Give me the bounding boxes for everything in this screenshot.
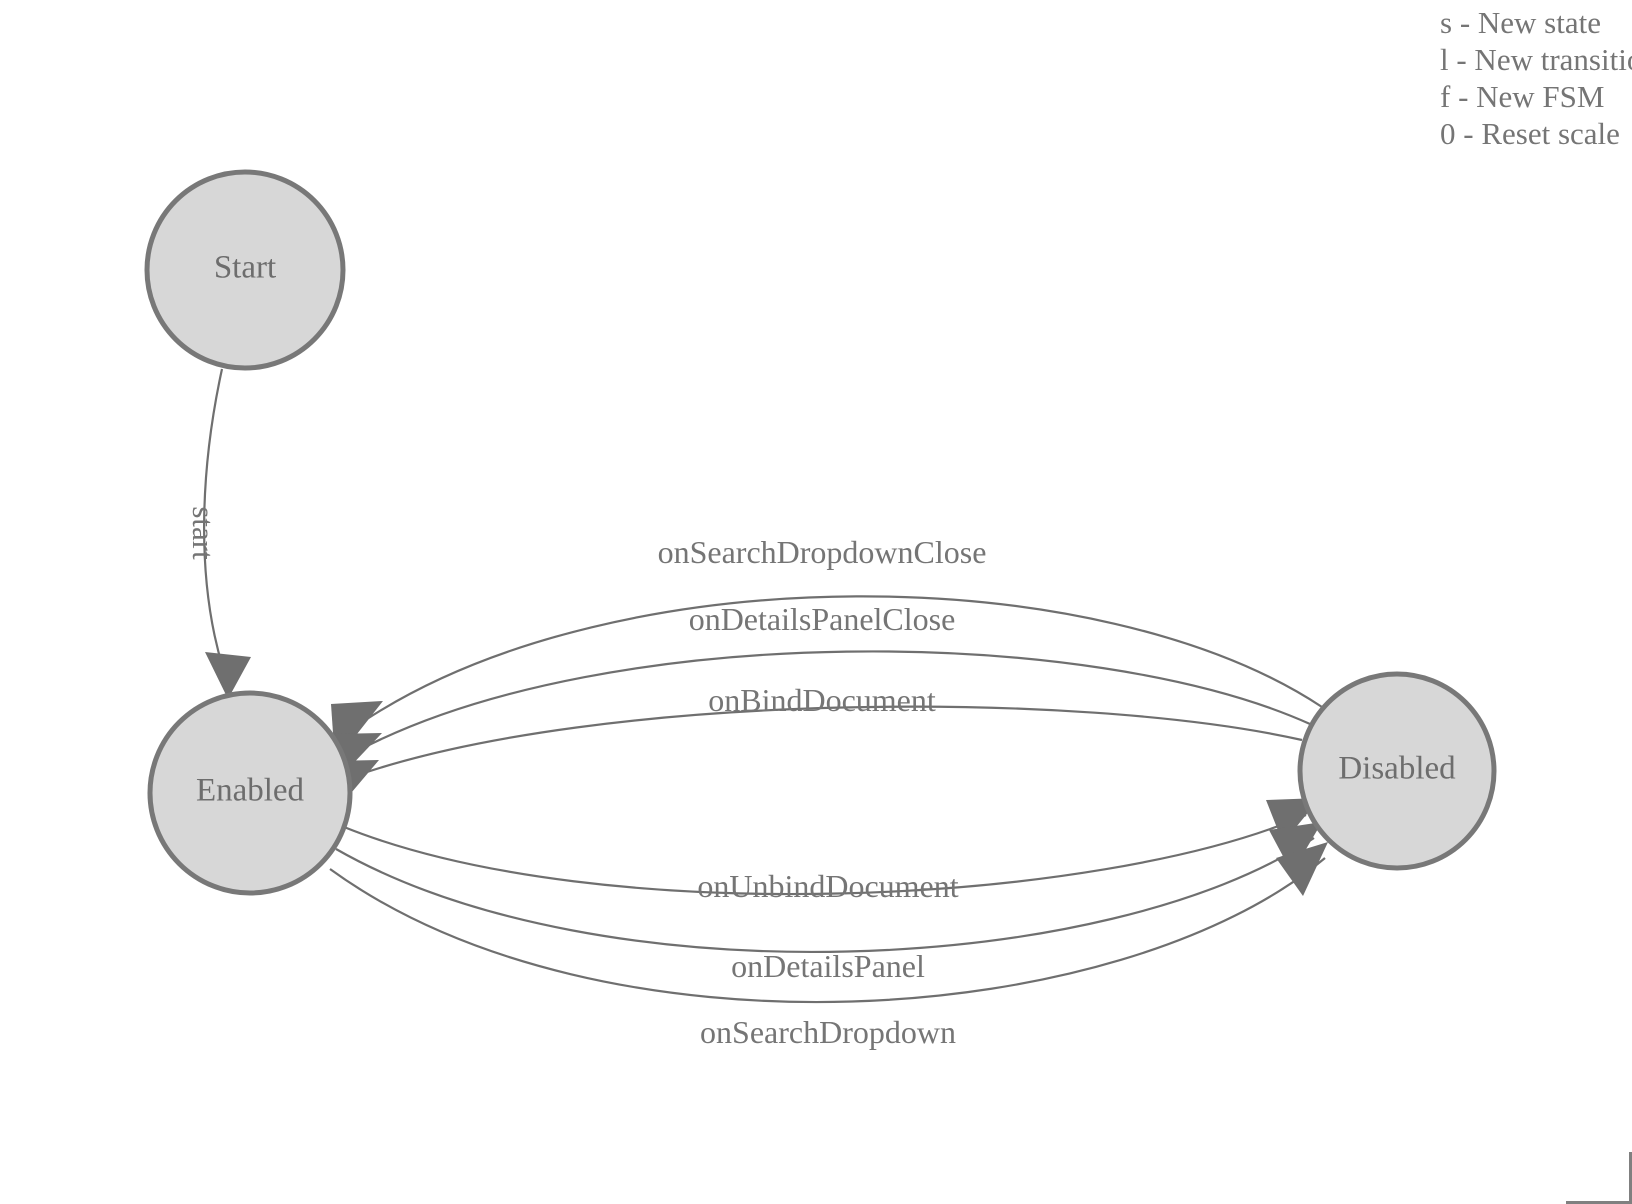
shortcut-legend: s - New state l - New transition f - New…: [1430, 0, 1632, 152]
transition-start-label: start: [186, 506, 221, 560]
state-node-start[interactable]: Start: [144, 169, 346, 371]
transition-onunbinddocument[interactable]: onUnbindDocument: [343, 798, 1320, 904]
state-node-disabled-label: Disabled: [1338, 751, 1456, 787]
transition-ondetailspanel-arrowhead: [1269, 822, 1322, 873]
transition-onsearchdropdownclose-label: onSearchDropdownClose: [658, 534, 987, 570]
transition-onunbinddocument-label: onUnbindDocument: [697, 868, 958, 904]
transition-onsearchdropdown[interactable]: onSearchDropdown: [329, 842, 1328, 1050]
window-edge-bottom: [1566, 1201, 1632, 1204]
transition-start[interactable]: start: [186, 368, 251, 699]
transition-onsearchdropdown-path[interactable]: [329, 857, 1326, 1004]
transition-onsearchdropdown-label: onSearchDropdown: [700, 1014, 956, 1050]
transition-ondetailspanelclose-label: onDetailsPanelClose: [689, 601, 956, 637]
transition-onsearchdropdownclose[interactable]: onSearchDropdownClose: [331, 534, 1323, 762]
state-node-enabled-label: Enabled: [196, 773, 305, 809]
transition-ondetailspanelclose-path[interactable]: [362, 650, 1311, 749]
legend-line-reset-scale: 0 - Reset scale: [1440, 116, 1620, 151]
transition-ondetailspanel[interactable]: onDetailsPanel: [335, 822, 1322, 984]
state-node-disabled-circle[interactable]: [1297, 671, 1497, 871]
transition-onbinddocument-label: onBindDocument: [708, 682, 936, 718]
transition-onunbinddocument-path[interactable]: [343, 813, 1307, 896]
transition-ondetailspanel-path[interactable]: [335, 837, 1315, 953]
state-node-disabled[interactable]: Disabled: [1297, 671, 1497, 871]
legend-line-new-state: s - New state: [1440, 5, 1601, 40]
window-edge-right: [1629, 1152, 1632, 1204]
transition-onbinddocument[interactable]: onBindDocument: [330, 682, 1303, 812]
state-node-enabled[interactable]: Enabled: [147, 690, 353, 896]
state-node-enabled-circle[interactable]: [147, 690, 353, 896]
legend-line-new-transition: l - New transition: [1440, 42, 1632, 77]
transition-onsearchdropdownclose-path[interactable]: [366, 595, 1323, 720]
transition-onbinddocument-path[interactable]: [357, 705, 1303, 777]
state-node-start-label: Start: [214, 250, 276, 286]
transition-start-arrowhead: [205, 652, 251, 699]
legend-line-new-fsm: f - New FSM: [1440, 79, 1605, 114]
transition-onsearchdropdown-arrowhead: [1276, 842, 1328, 896]
transition-start-path[interactable]: [203, 368, 225, 669]
transition-ondetailspanel-label: onDetailsPanel: [731, 948, 925, 984]
state-node-start-circle[interactable]: [144, 169, 346, 371]
